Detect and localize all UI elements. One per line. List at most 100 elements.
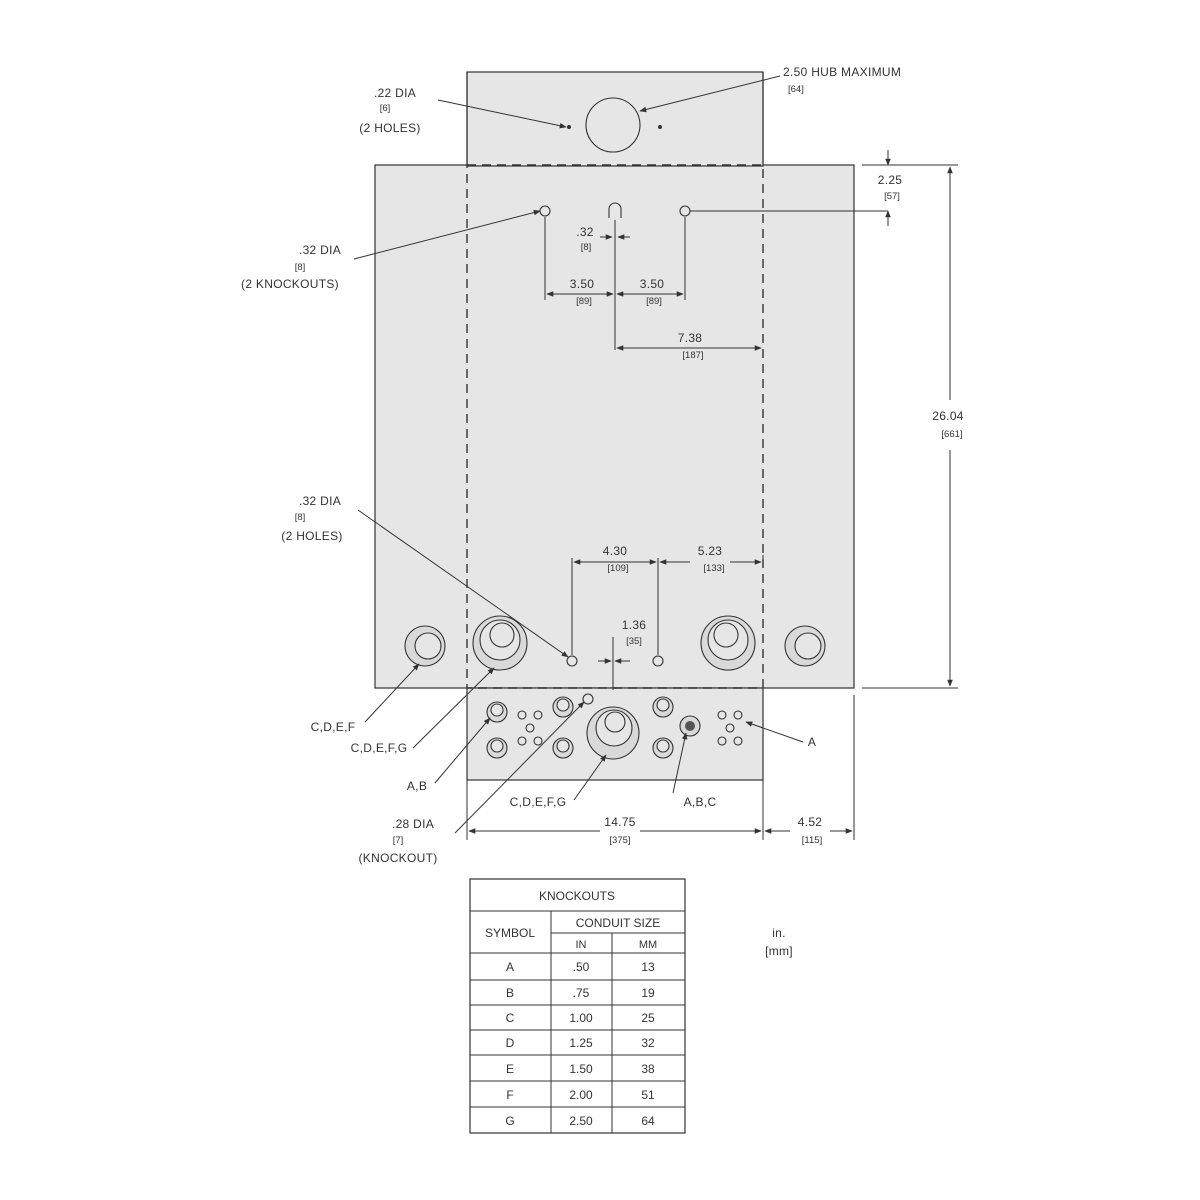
table-row: B .75 19 [506, 986, 655, 1000]
hole-32-mm-label: [8] [295, 512, 306, 523]
dim-32-label: .32 [576, 225, 594, 239]
dim-430-label: 4.30 [603, 544, 628, 558]
callout-labels: .22 DIA [6] (2 HOLES) 2.50 HUB MAXIMUM [… [241, 65, 901, 865]
dim-136-label: 1.36 [622, 618, 647, 632]
hole-22-dia-label: .22 DIA [374, 86, 416, 100]
units-in-label: in. [772, 926, 786, 940]
svg-text:.50: .50 [573, 960, 590, 974]
svg-text:38: 38 [641, 1062, 655, 1076]
ko-32-mm-label: [8] [295, 262, 306, 273]
dim-452-label: 4.52 [798, 815, 823, 829]
side-knockout-left-outer [404, 625, 446, 667]
side-knockout-right-inner [700, 615, 756, 671]
dim-350b-label: 3.50 [640, 277, 665, 291]
svg-text:25: 25 [641, 1011, 655, 1025]
small-hole-right [658, 125, 662, 129]
cdef-left-label: C,D,E,F [311, 720, 356, 734]
a-right-label: A [808, 735, 816, 749]
dim-32-mm-label: [8] [581, 242, 592, 253]
dimension-lines [353, 75, 958, 840]
table-row: C 1.00 25 [506, 1011, 655, 1025]
table-mm-header: MM [639, 939, 657, 951]
side-knockout-right-outer [784, 625, 826, 667]
knockouts-table: KNOCKOUTS SYMBOL CONDUIT SIZE IN MM A .5… [469, 878, 686, 1134]
svg-text:1.00: 1.00 [569, 1011, 593, 1025]
svg-text:19: 19 [641, 986, 655, 1000]
hole-32-count-label: (2 HOLES) [281, 529, 342, 543]
table-row: F 2.00 51 [506, 1088, 655, 1102]
mount-hole-right [652, 655, 664, 667]
lower-holes [404, 615, 826, 760]
dim-523-label: 5.23 [698, 544, 723, 558]
dim-350a-mm-label: [89] [576, 296, 592, 307]
dim-738-label: 7.38 [678, 331, 703, 345]
ko-28-mm-label: [7] [393, 835, 404, 846]
svg-text:1.25: 1.25 [569, 1036, 593, 1050]
svg-text:F: F [506, 1088, 513, 1102]
svg-text:13: 13 [641, 960, 655, 974]
cdefg-left-label: C,D,E,F,G [351, 741, 408, 755]
dim-2604-mm-label: [661] [941, 429, 962, 440]
abc-bottom-label: A,B,C [684, 795, 717, 809]
table-in-header: IN [576, 939, 587, 951]
knockout-32-right [679, 205, 691, 217]
cdefg-bottom-label: C,D,E,F,G [510, 795, 567, 809]
ko-32-dia-label: .32 DIA [299, 243, 341, 257]
bottom-knockout-center [586, 706, 640, 760]
dim-225-mm-label: [57] [884, 191, 900, 202]
hole-22-mm-label: [6] [380, 103, 391, 114]
dim-523-mm-label: [133] [703, 563, 724, 574]
bottom-knockout-cluster [486, 696, 743, 759]
dim-1475-mm-label: [375] [609, 835, 630, 846]
dim-350b-mm-label: [89] [646, 296, 662, 307]
mount-hole-left [566, 655, 578, 667]
svg-text:D: D [506, 1036, 515, 1050]
hole-22-count-label: (2 HOLES) [359, 121, 420, 135]
svg-text:2.00: 2.00 [569, 1088, 593, 1102]
dimension-labels: 2.25 [57] .32 [8] 3.50 [89] 3.50 [89] 7.… [570, 173, 964, 958]
dim-430-mm-label: [109] [607, 563, 628, 574]
svg-text:E: E [506, 1062, 514, 1076]
dim-1475-label: 14.75 [604, 815, 636, 829]
dim-738-mm-label: [187] [682, 350, 703, 361]
table-row: E 1.50 38 [506, 1062, 655, 1076]
dim-350a-label: 3.50 [570, 277, 595, 291]
table-row: D 1.25 32 [506, 1036, 655, 1050]
ab-left-label: A,B [407, 779, 427, 793]
svg-text:2.50: 2.50 [569, 1114, 593, 1128]
enclosure-outline [374, 71, 855, 781]
table-row: G 2.50 64 [505, 1114, 655, 1128]
dim-136-mm-label: [35] [626, 636, 642, 647]
table-symbol-header: SYMBOL [485, 926, 535, 940]
table-conduit-header: CONDUIT SIZE [576, 916, 660, 930]
svg-text:G: G [505, 1114, 514, 1128]
hub-maximum-label: 2.50 HUB MAXIMUM [783, 65, 901, 79]
table-title: KNOCKOUTS [539, 889, 615, 903]
ko-28-dia-label: .28 DIA [392, 817, 434, 831]
svg-text:A: A [506, 960, 514, 974]
side-knockout-left-inner [472, 615, 528, 671]
dim-2604-label: 26.04 [932, 409, 964, 423]
keyhole-slot [608, 202, 622, 218]
svg-text:51: 51 [641, 1088, 655, 1102]
hub-knockout [585, 97, 641, 153]
hub-maximum-mm-label: [64] [788, 84, 804, 95]
svg-text:B: B [506, 986, 514, 1000]
svg-text:.75: .75 [573, 986, 590, 1000]
top-holes [539, 97, 691, 218]
svg-text:32: 32 [641, 1036, 655, 1050]
hole-32-dia-label: .32 DIA [299, 494, 341, 508]
units-mm-label: [mm] [765, 944, 793, 958]
knockout-28 [582, 693, 594, 705]
front-outline-dashed [466, 164, 764, 689]
knockout-32-left [539, 205, 551, 217]
dim-225-label: 2.25 [878, 173, 903, 187]
ko-28-count-label: (KNOCKOUT) [359, 851, 438, 865]
dim-452-mm-label: [115] [802, 835, 822, 846]
svg-text:64: 64 [641, 1114, 655, 1128]
table-row: A .50 13 [506, 960, 655, 974]
ko-32-count-label: (2 KNOCKOUTS) [241, 277, 339, 291]
svg-text:C: C [506, 1011, 515, 1025]
small-hole-left [567, 125, 571, 129]
